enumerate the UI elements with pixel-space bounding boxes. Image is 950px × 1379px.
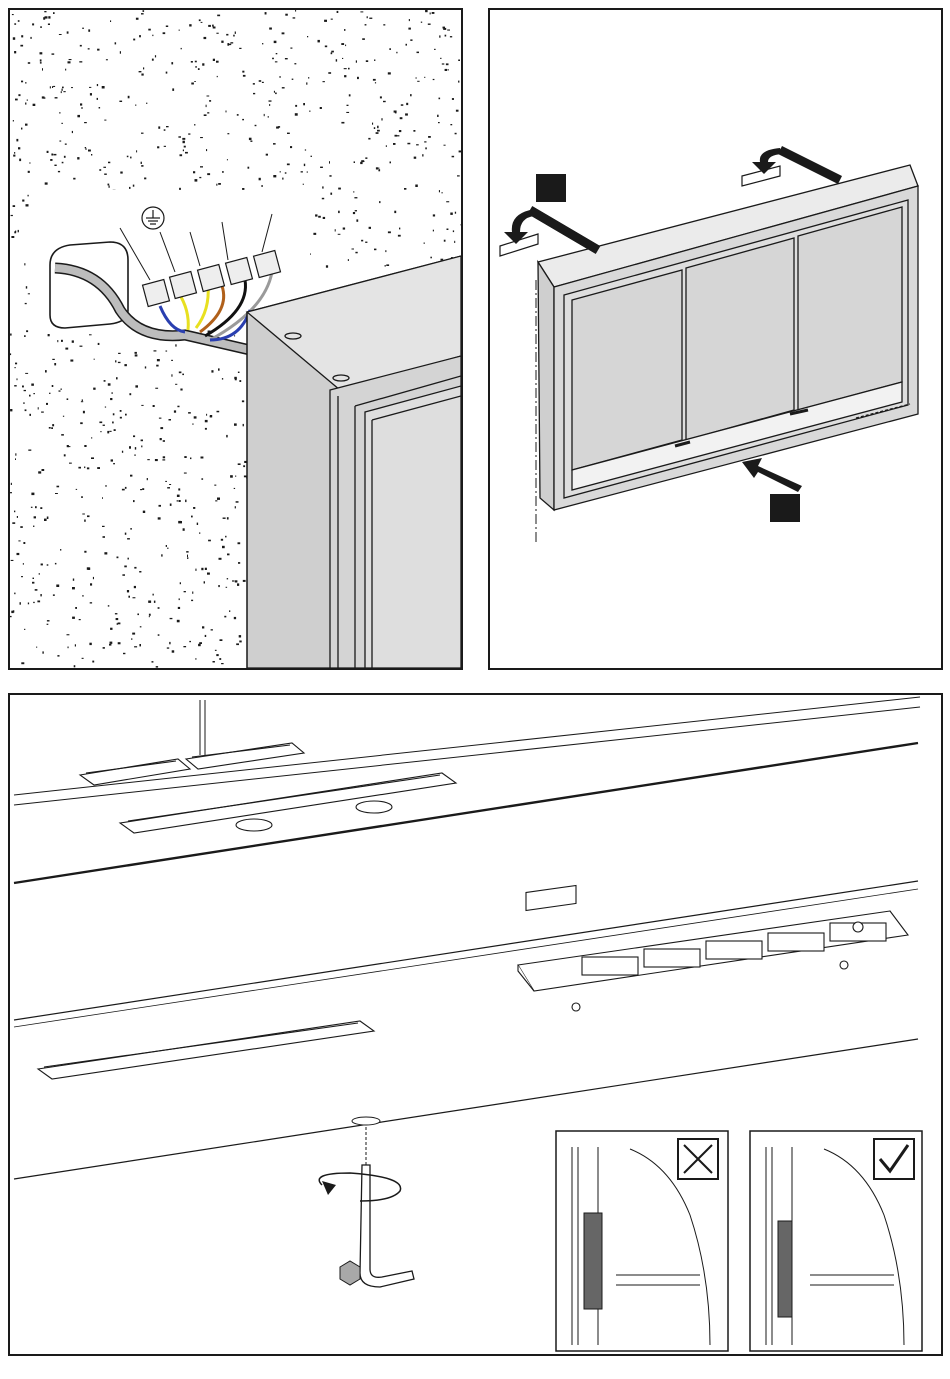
tap-light-icon — [582, 957, 638, 975]
control-strip — [518, 885, 908, 1011]
step-marker-bottom — [770, 494, 800, 522]
push-arrow — [742, 458, 802, 492]
sensor-icon — [526, 885, 576, 910]
earth-ground-icon — [142, 207, 164, 229]
wiring-panel — [8, 8, 463, 670]
check-box-icon — [874, 1139, 914, 1179]
right-example — [750, 1131, 922, 1351]
mounting-illustration — [490, 10, 941, 668]
mounting-panel — [488, 8, 943, 670]
top-clips — [80, 743, 456, 833]
wiring-illustration — [10, 10, 461, 668]
wrong-example — [556, 1131, 728, 1351]
mirror-heating-icon — [706, 941, 762, 959]
detail-illustration — [10, 695, 941, 1354]
sun-brightness-icon — [644, 949, 700, 967]
wall-box — [50, 242, 128, 328]
light-channel — [38, 1021, 374, 1079]
cross-box-icon — [678, 1139, 718, 1179]
cabinet-corner — [247, 256, 461, 668]
cabinet-body — [538, 165, 918, 510]
display-icon — [768, 933, 824, 951]
step-marker-top — [536, 174, 566, 202]
hex-key — [319, 1117, 414, 1287]
detail-panel — [8, 693, 943, 1356]
